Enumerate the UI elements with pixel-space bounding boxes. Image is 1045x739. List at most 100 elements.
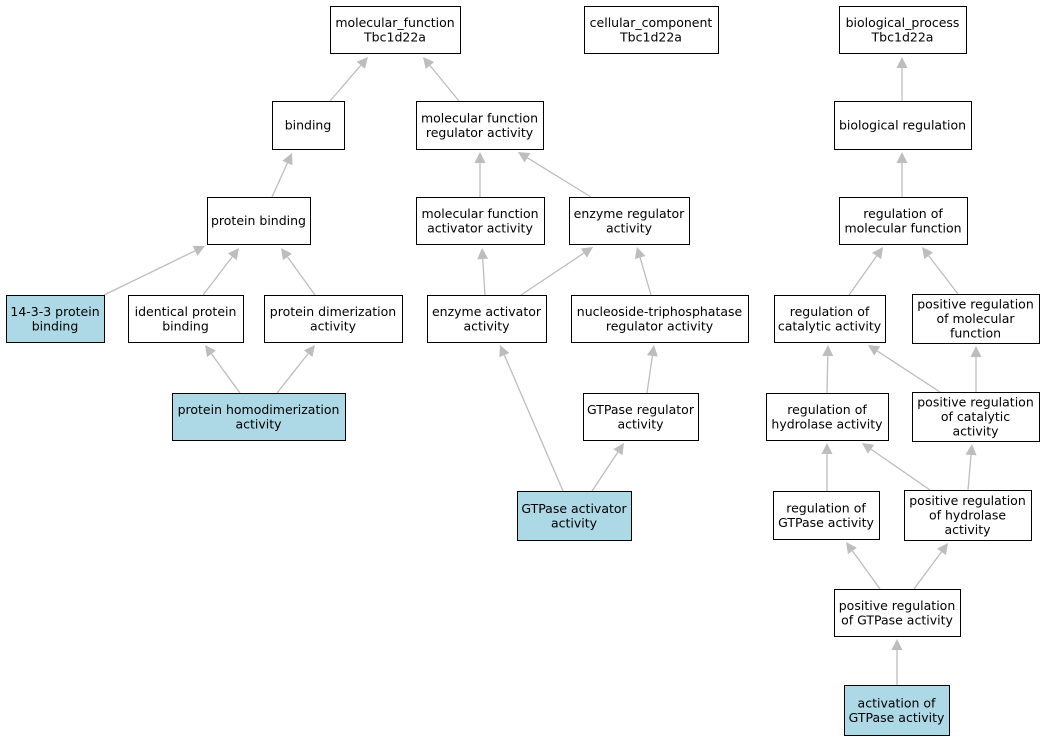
node-label-line: enzyme activator	[432, 304, 542, 319]
edge-line	[202, 256, 233, 296]
node-box	[844, 685, 950, 736]
edge-gtpase_activator-to-gtpase_regulator	[591, 443, 624, 492]
node-binding: binding	[272, 101, 345, 150]
edge-line	[103, 250, 196, 296]
node-label-line: nucleoside-triphosphatase	[577, 304, 743, 319]
edge-line	[429, 65, 460, 102]
node-label-line: regulation of	[863, 206, 943, 221]
arrowhead	[872, 247, 883, 260]
arrowhead	[846, 542, 857, 555]
node-box	[571, 295, 749, 343]
node-label-line: Tbc1d22a	[363, 29, 426, 44]
node-label-line: hydrolase activity	[771, 416, 883, 431]
edge-enzyme_activator-to-enzyme_regulator	[520, 247, 593, 296]
node-label-line: cellular_component	[590, 15, 713, 30]
node-box	[839, 197, 968, 245]
node-label-line: regulation of	[786, 500, 866, 515]
edge-line	[639, 257, 652, 296]
node-label-line: Tbc1d22a	[619, 29, 682, 44]
node-box	[330, 6, 461, 54]
node-label-line: function	[950, 326, 1001, 341]
node-label-line: protein homodimerization	[178, 402, 340, 417]
node-label-line: of molecular	[936, 311, 1015, 326]
arrowhead	[970, 346, 982, 357]
node-box	[128, 295, 244, 343]
node-label-line: regulator activity	[426, 125, 534, 140]
arrowhead	[896, 152, 908, 163]
node-label-line: catalytic activity	[778, 318, 882, 333]
node-label-line: of hydrolase	[929, 508, 1006, 523]
edge-pos_reg_gtpase-to-pos_reg_hydrolase	[913, 543, 948, 590]
edge-line	[870, 448, 931, 491]
node-label-line: of catalytic	[941, 409, 1010, 424]
arrowhead	[423, 57, 435, 69]
node-label-line: binding	[162, 318, 209, 333]
edge-line	[913, 551, 942, 590]
arrowhead	[868, 345, 881, 356]
edge-identical_binding-to-protein_binding	[202, 248, 239, 296]
arrowhead	[634, 247, 646, 260]
node-label-line: activity	[310, 318, 357, 333]
node-box	[774, 295, 886, 343]
node-box	[584, 6, 719, 54]
node-box	[834, 101, 972, 150]
node-box	[912, 294, 1040, 344]
edge-line	[276, 353, 309, 394]
arrowhead	[192, 245, 205, 256]
node-label-line: molecular function	[844, 220, 961, 235]
node-label-line: protein dimerization	[270, 304, 396, 319]
edge-line	[286, 256, 316, 296]
arrowhead	[281, 248, 292, 261]
edge-line	[591, 451, 619, 492]
node-label-line: activity	[235, 416, 282, 431]
edge-bio_regulation-to-bp_root	[896, 57, 908, 101]
node-label-line: positive regulation	[917, 297, 1034, 312]
edge-line	[210, 353, 241, 394]
edge-enzyme_regulator-to-mf_regulator	[518, 152, 592, 198]
node-box	[517, 491, 632, 541]
node-label-line: regulator activity	[606, 318, 714, 333]
edge-line	[851, 550, 881, 590]
node-label-line: molecular function	[421, 110, 538, 125]
arrowhead	[227, 248, 239, 261]
node-label-line: identical protein	[135, 304, 237, 319]
node-label-line: protein binding	[211, 213, 306, 228]
node-box	[834, 589, 961, 637]
node-box	[912, 392, 1040, 442]
node-box	[839, 6, 967, 54]
edge-reg_catalytic-to-reg_mol_func	[848, 247, 883, 296]
node-label-line: activation of	[858, 695, 937, 710]
arrowhead	[862, 443, 875, 454]
edge-line	[482, 258, 486, 296]
edge-line	[928, 255, 959, 295]
edge-reg_mol_func-to-bio_regulation	[896, 152, 908, 197]
node-box	[904, 490, 1032, 541]
node-box	[272, 101, 345, 150]
node-label-line: activity	[952, 424, 999, 439]
edge-line	[826, 355, 829, 394]
node-protein-binding: protein binding	[207, 197, 311, 245]
node-label-line: activity	[606, 220, 653, 235]
edge-pos_reg_catalytic-to-reg_catalytic	[868, 345, 941, 393]
edge-homodimerization-to-identical_binding	[205, 345, 241, 394]
node-box	[416, 197, 545, 245]
arrowhead	[303, 345, 315, 358]
node-bio-regulation: biological regulation	[834, 101, 972, 150]
node-label-line: GTPase activity	[778, 515, 874, 530]
node-label-line: GTPase activity	[849, 710, 945, 725]
node-box	[207, 197, 311, 245]
node-label-line: regulation of	[787, 402, 867, 417]
node-label-line: GTPase regulator	[587, 402, 695, 417]
